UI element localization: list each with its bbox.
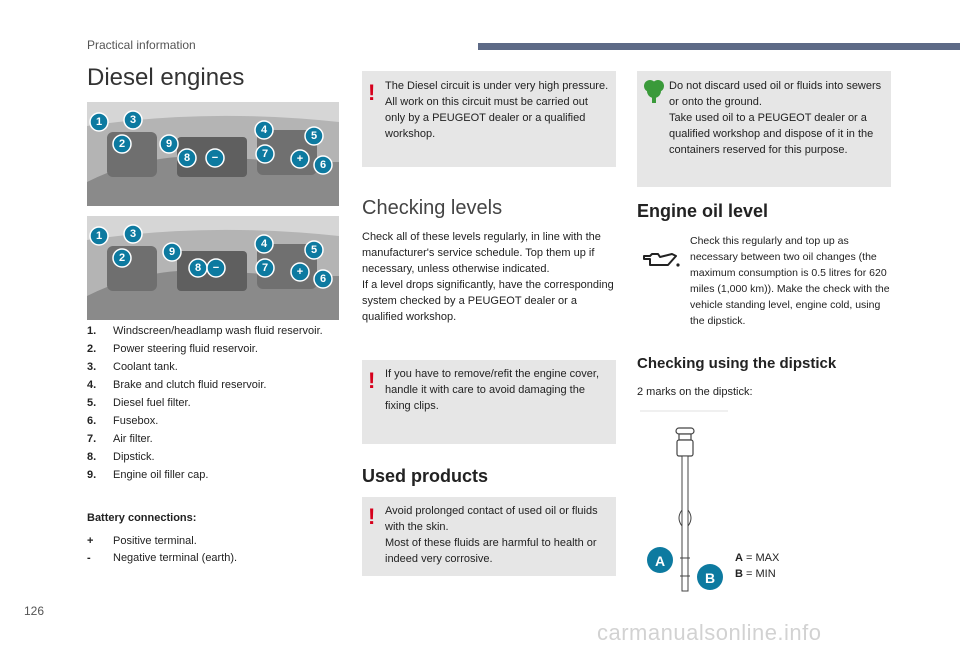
dipstick-illustration: A B: [640, 410, 728, 592]
used-products-heading: Used products: [362, 466, 489, 486]
callout-label: −: [213, 262, 219, 274]
environment-note-box: [637, 71, 891, 187]
used-products-warning-box: [362, 497, 616, 576]
callout-label: 5: [311, 244, 317, 256]
engine-callouts-bottom: 1 2 3 9 8 − 4 7 5 + 6: [89, 224, 333, 289]
callout-label: +: [297, 153, 303, 165]
list-item: 6.Fusebox.: [87, 415, 159, 427]
mark-a-badge: A: [647, 547, 673, 573]
section-header: Practical information: [87, 38, 196, 52]
callout-label: 7: [262, 262, 268, 274]
list-item: 9.Engine oil filler cap.: [87, 469, 209, 481]
list-item: 3.Coolant tank.: [87, 361, 178, 373]
list-item: +Positive terminal.: [87, 535, 197, 547]
battery-list: +Positive terminal. -Negative terminal (…: [87, 533, 237, 567]
checking-levels-heading: Checking levels: [362, 197, 503, 219]
callout-label: 6: [320, 159, 326, 171]
list-item: 7.Air filter.: [87, 433, 153, 445]
callout-label: +: [297, 266, 303, 278]
mark-b-legend: B = MIN: [735, 568, 776, 580]
callout-label: 9: [169, 246, 175, 258]
list-item: 8.Dipstick.: [87, 451, 155, 463]
list-item: 1.Windscreen/headlamp wash fluid reservo…: [87, 325, 323, 337]
watermark: carmanualsonline.info: [597, 620, 822, 645]
callout-label: 7: [262, 148, 268, 160]
callout-label: 1: [96, 116, 102, 128]
list-item: -Negative terminal (earth).: [87, 552, 238, 564]
dipstick-intro: 2 marks on the dipstick:: [637, 386, 753, 398]
used-products-warning-text: Avoid prolonged contact of used oil or f…: [385, 505, 598, 565]
page-number: 126: [24, 604, 45, 618]
list-item: 4.Brake and clutch fluid reservoir.: [87, 379, 267, 391]
cover-warning-box: [362, 360, 616, 444]
callout-label: −: [212, 152, 218, 164]
diesel-warning-text: The Diesel circuit is under very high pr…: [385, 80, 609, 140]
engine-oil-text: Check this regularly and top up as neces…: [690, 235, 890, 327]
callout-label: 2: [119, 138, 125, 150]
callout-label: 4: [261, 238, 268, 250]
dipstick-heading: Checking using the dipstick: [637, 355, 837, 372]
callout-label: 4: [261, 124, 268, 136]
page-title: Diesel engines: [87, 64, 245, 91]
callout-label: 8: [195, 262, 201, 274]
callout-label: 2: [119, 252, 125, 264]
callout-label: 8: [184, 152, 190, 164]
callout-label: 5: [311, 130, 317, 142]
battery-heading: Battery connections:: [87, 512, 197, 524]
callout-label: 6: [320, 273, 326, 285]
warning-icon: !: [368, 368, 376, 393]
mark-b-badge: B: [697, 564, 723, 590]
engine-photo-top: 1 2 3 9 8 − 4 7 5 + 6: [87, 102, 339, 206]
cover-warning-text: If you have to remove/refit the engine c…: [385, 368, 600, 412]
warning-icon: !: [368, 80, 376, 105]
callout-label: 3: [130, 228, 136, 240]
engine-photo-bottom: 1 2 3 9 8 − 4 7 5 + 6: [87, 216, 339, 320]
mark-a-badge-letter: A: [655, 553, 665, 569]
oil-can-icon: [643, 253, 680, 267]
mark-b-badge-letter: B: [705, 570, 715, 586]
mark-a-legend: A = MAX: [735, 552, 780, 564]
callout-label: 1: [96, 230, 102, 242]
header-bar: [478, 43, 960, 50]
warning-icon: !: [368, 504, 376, 529]
tree-icon: [644, 80, 664, 103]
callout-label: 3: [130, 114, 136, 126]
engine-oil-heading: Engine oil level: [637, 201, 769, 221]
checking-levels-text: Check all of these levels regularly, in …: [362, 231, 614, 323]
list-item: 2.Power steering fluid reservoir.: [87, 343, 258, 355]
callout-label: 9: [166, 138, 172, 150]
environment-note-text: Do not discard used oil or fluids into s…: [669, 80, 882, 156]
list-item: 5.Diesel fuel filter.: [87, 397, 191, 409]
parts-list: 1.Windscreen/headlamp wash fluid reservo…: [87, 323, 337, 485]
diesel-warning-box: [362, 71, 616, 167]
engine-callouts-top: 1 2 3 9 8 − 4 7 5 + 6: [89, 110, 333, 175]
